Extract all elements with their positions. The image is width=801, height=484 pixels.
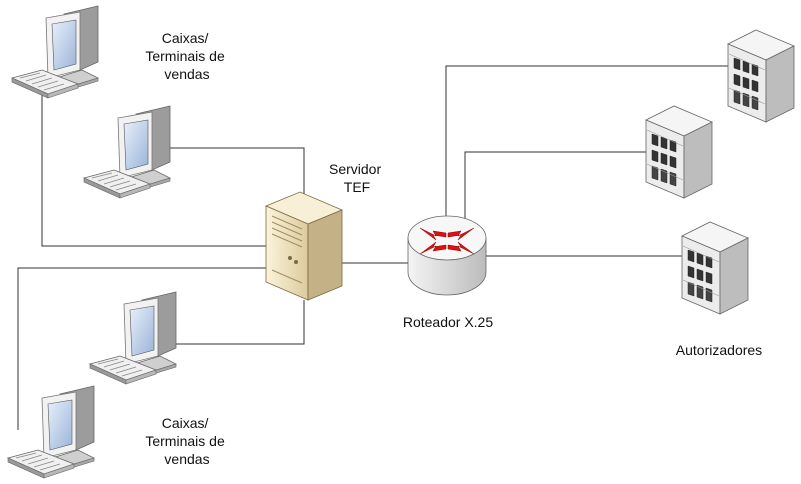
link-pc1-server — [41, 88, 272, 247]
router-icon — [407, 215, 487, 296]
building-icon — [645, 105, 713, 199]
link-pc4-server — [17, 267, 272, 430]
workstation-icon — [7, 385, 95, 479]
authorizers-label: Autorizadores — [676, 342, 762, 358]
server-label: Servidor TEF — [329, 161, 385, 195]
link-pc3-server — [172, 300, 305, 345]
link-router-building2 — [464, 151, 648, 222]
server-icon — [264, 191, 344, 301]
connection-lines — [17, 65, 730, 430]
building-icon — [727, 29, 795, 123]
workstation-icon — [83, 105, 171, 199]
workstation-icon — [89, 291, 177, 385]
bottom-terminals-label: Caixas/ Terminais de vendas — [145, 415, 228, 467]
top-terminals-label: Caixas/ Terminais de vendas — [145, 30, 228, 82]
workstation-icon — [11, 5, 99, 99]
router-label: Roteador X.25 — [403, 314, 493, 330]
link-pc2-server — [163, 147, 305, 195]
building-icon — [681, 221, 749, 315]
link-router-building1 — [445, 65, 730, 222]
